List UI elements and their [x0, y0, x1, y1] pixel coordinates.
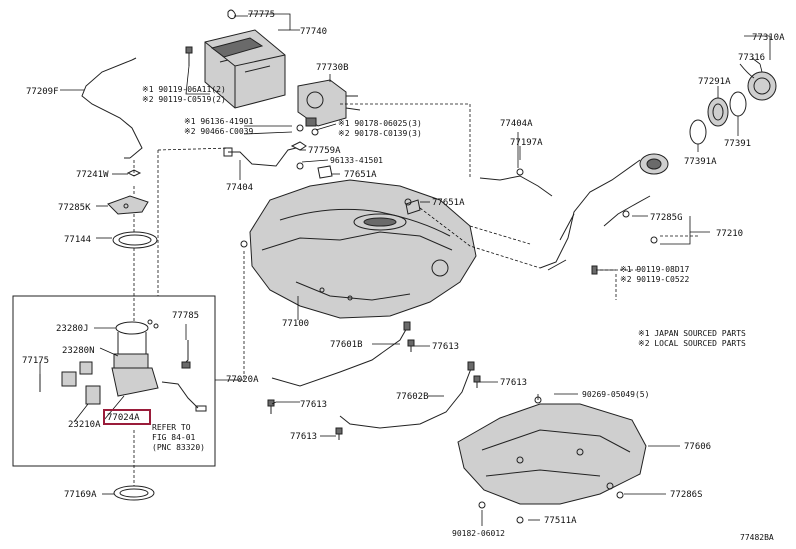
label-77613-b: 77613: [500, 378, 527, 388]
label-77241W: 77241W: [76, 170, 109, 180]
clamp-77241W-drawing: [126, 169, 142, 177]
label-77020A: 77020A: [226, 375, 259, 385]
label-90269-05049: 90269-05049(5): [582, 390, 649, 399]
label-77613-a: 77613: [432, 342, 459, 352]
bolts-77613-drawing: [267, 339, 481, 440]
label-77310A: 77310A: [752, 33, 785, 43]
label-77024A: 77024A: [107, 413, 140, 423]
label-23280N: 23280N: [62, 346, 95, 356]
label-90119-06A11: ※1 90119-06A11(2): [142, 85, 226, 94]
vent-valve-drawing: [296, 79, 361, 136]
band-77601B-drawing: [271, 321, 411, 387]
label-90182-06012: 90182-06012: [452, 529, 505, 538]
note-japan-sourced: ※1 JAPAN SOURCED PARTS: [638, 329, 746, 338]
label-77144: 77144: [64, 235, 91, 245]
label-77391: 77391: [724, 139, 751, 149]
fuel-sender-drawing: [181, 340, 191, 369]
label-90119-C0519: ※2 90119-C0519(2): [142, 95, 226, 104]
charcoal-canister-drawing: [204, 29, 286, 109]
bracket-77285K-drawing: [107, 195, 149, 215]
band-77602B-drawing: [339, 361, 475, 429]
label-77785: 77785: [172, 311, 199, 321]
label-77730B: 77730B: [316, 63, 349, 73]
diagram-code: 77482BA: [740, 533, 774, 542]
label-77775: 77775: [248, 10, 275, 20]
label-23210A: 23210A: [68, 420, 101, 430]
protector-77606-drawing: [457, 396, 647, 505]
filler-pipe-drawing: [539, 153, 669, 275]
fuel-cap-drawing: [739, 63, 777, 101]
clamp-77759A-drawing: [290, 141, 307, 170]
fuel-pump-small-parts-drawing: [39, 361, 101, 405]
note-local-sourced: ※2 LOCAL SOURCED PARTS: [638, 339, 746, 348]
label-77210: 77210: [716, 229, 743, 239]
label-90119-C0522: ※2 90119-C0522: [620, 275, 690, 284]
float-arm-drawing: [161, 381, 207, 412]
refer-to-line1: REFER TO: [152, 423, 191, 432]
bolt-canister-drawing: [185, 46, 193, 66]
label-77404: 77404: [226, 183, 253, 193]
fuel-pump-assembly-drawing: [111, 319, 159, 397]
fasteners-bottom-drawing: [478, 491, 624, 524]
label-77601B: 77601B: [330, 340, 363, 350]
label-90119-08D17: ※1 90119-08D17: [620, 265, 690, 274]
bracket-77651A-drawing: [405, 199, 421, 215]
label-23280J: 23280J: [56, 324, 89, 334]
label-77100: 77100: [282, 319, 309, 329]
bracket-77651A-top-drawing: [317, 165, 333, 179]
gasket-77144-drawing: [112, 231, 158, 249]
label-90178-06025: ※1 90178-06025(3): [338, 119, 422, 128]
fuel-tank-drawing: [240, 179, 477, 319]
fuel-pump-group-box: [12, 295, 216, 467]
label-77511A: 77511A: [544, 516, 577, 526]
breather-tube-drawing: [81, 57, 143, 159]
refer-to-line3: (PNC 83320): [152, 443, 205, 452]
label-96136-41901: ※1 96136-41901: [184, 117, 254, 126]
label-77285K: 77285K: [58, 203, 91, 213]
label-90178-C0139: ※2 90178-C0139(3): [338, 129, 422, 138]
ring-77169A-drawing: [113, 485, 155, 501]
dashed-connectors: [133, 103, 700, 486]
label-77316: 77316: [738, 53, 765, 63]
part-labels: 77775 77740 77310A 77316 77730B 77209F ※…: [22, 10, 785, 542]
label-77602B: 77602B: [396, 392, 429, 402]
label-77291A: 77291A: [698, 77, 731, 87]
highlight-77024A: [103, 409, 151, 425]
label-77651A: 77651A: [432, 198, 465, 208]
label-77404A: 77404A: [500, 119, 533, 129]
label-77285G: 77285G: [650, 213, 683, 223]
leader-lines: [39, 13, 771, 526]
hose-77404-drawing: [223, 147, 297, 167]
label-77286S: 77286S: [670, 490, 703, 500]
label-77651A-top: 77651A: [344, 170, 377, 180]
label-77613-c: 77613: [300, 400, 327, 410]
label-77606: 77606: [684, 442, 711, 452]
label-77169A: 77169A: [64, 490, 97, 500]
label-77613-d: 77613: [290, 432, 317, 442]
label-96133-41501: 96133-41501: [330, 156, 383, 165]
label-77209F: 77209F: [26, 87, 59, 97]
clip-77775-drawing: [227, 9, 236, 20]
label-77197A: 77197A: [510, 138, 543, 148]
refer-to-line2: FIG 84-01: [152, 433, 196, 442]
hose-77404A-drawing: [479, 168, 553, 197]
label-77759A: 77759A: [308, 146, 341, 156]
label-77391A: 77391A: [684, 157, 717, 167]
label-90466-C0039: ※2 90466-C0039: [184, 127, 254, 136]
label-77740: 77740: [300, 27, 327, 37]
label-77175: 77175: [22, 356, 49, 366]
